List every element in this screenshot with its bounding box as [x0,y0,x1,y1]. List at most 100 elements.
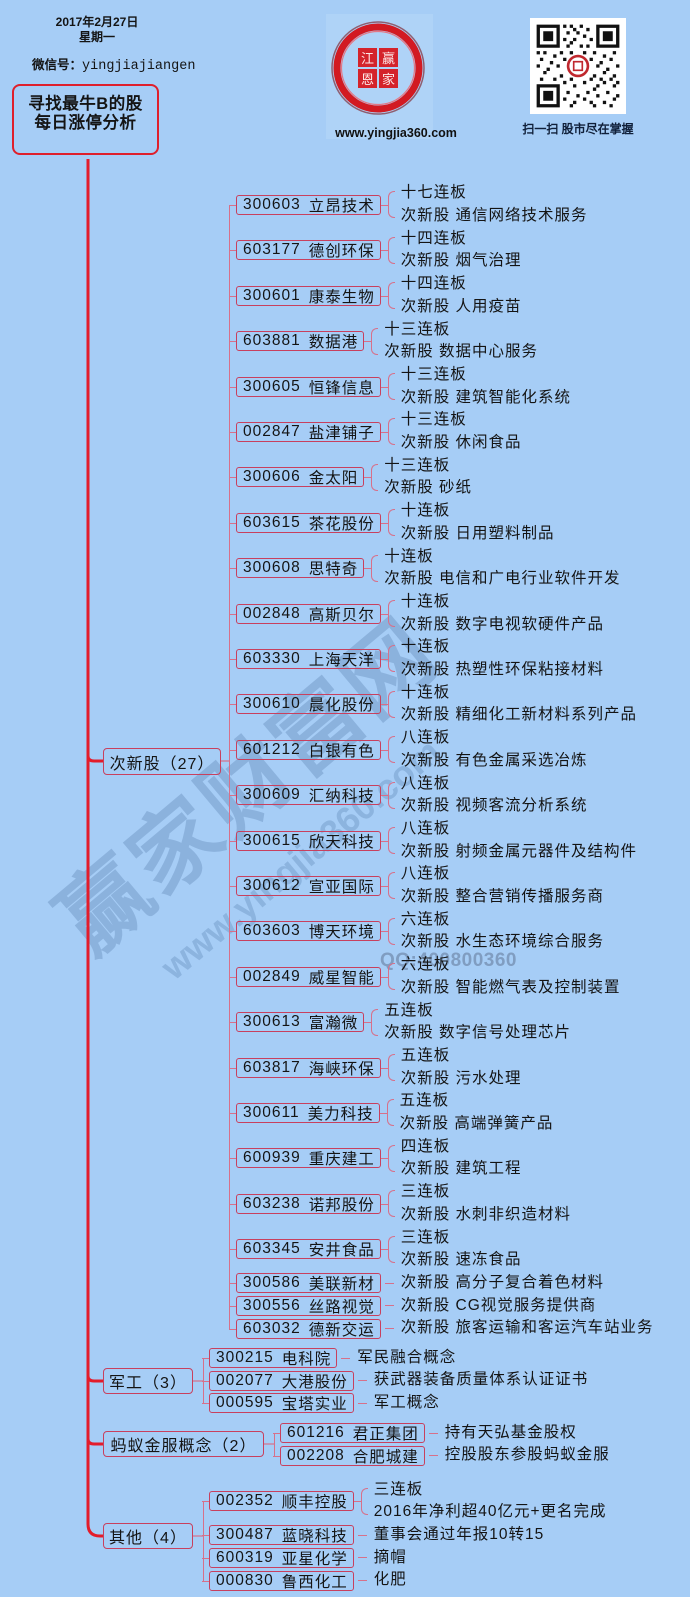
stock-details: 三连板次新股 水刺非织造材料 [401,1181,571,1226]
detail-line: 八连板 [400,819,451,837]
category-military[interactable]: 军工（3） [103,1368,193,1394]
category-other[interactable]: 其他（4） [103,1523,193,1549]
stock-code: 300556 [243,1296,301,1314]
stock-details: 次新股 旅客运输和客运汽车站业务 [401,1317,654,1340]
detail-line: 次新股 CG视觉服务提供商 [400,1296,597,1314]
detail-line: 次新股 污水处理 [400,1069,522,1087]
branch-connector [229,1158,236,1160]
stock-details: 八连板次新股 视频客流分析系统 [401,773,588,818]
stock-details: 摘帽 [374,1547,407,1570]
stock-name: 顺丰控股 [281,1494,348,1512]
stock-name: 海峡环保 [308,1060,375,1078]
stock-node[interactable]: 603881 数据港 [236,331,365,352]
stock-code: 603345 [243,1240,301,1258]
detail-line: 八连板 [400,774,451,792]
bracket-connector [364,463,384,491]
stock-name: 茶花股份 [308,515,375,533]
branch-connector [229,613,236,615]
site-url-link[interactable]: www.yingjia360.com [335,126,457,140]
stock-code: 603881 [243,332,301,350]
stock-code: 300612 [243,876,301,894]
stock-name: 数据港 [308,334,359,352]
branch-connector [229,1328,236,1330]
group-connector-line [203,1358,204,1404]
bracket-connector [353,1487,374,1515]
detail-line: 八连板 [400,729,451,747]
qr-code-icon [536,24,620,108]
branch-connector [202,1557,209,1559]
stock-details: 化肥 [374,1569,407,1592]
dash-connector [381,1328,401,1330]
detail-line: 次新股 水刺非织造材料 [400,1205,572,1223]
branch-connector [202,1501,209,1503]
stock-details: 十四连板次新股 人用疫苗 [401,273,522,318]
stock-details: 军工概念 [374,1392,440,1415]
stock-name: 美力科技 [307,1105,374,1123]
bracket-connector [380,236,401,264]
stock-node[interactable]: 002352 顺丰控股 [209,1491,354,1512]
stock-code: 002352 [216,1492,274,1510]
detail-line: 三连板 [400,1183,451,1201]
category-ant-financial[interactable]: 蚂蚁金服概念（2） [103,1431,264,1457]
stock-code: 600939 [243,1149,301,1167]
detail-line: 十连板 [384,547,434,565]
stock-code: 002849 [243,967,301,985]
category-new-stocks[interactable]: 次新股（27） [103,748,221,775]
stock-code: 603238 [243,1194,301,1212]
detail-line: 次新股 数字电视软硬件产品 [400,615,605,633]
branch-connector [229,386,236,388]
wechat-value: yingjiajiangen [82,59,196,74]
weekday-label: 星期一 [78,30,115,44]
branch-connector [229,431,236,433]
stock-details: 十连板次新股 电信和广电行业软件开发 [384,546,620,591]
detail-line: 三连板 [400,1228,451,1246]
root-node[interactable]: 寻找最牛B的股 每日涨停分析 [12,84,159,155]
